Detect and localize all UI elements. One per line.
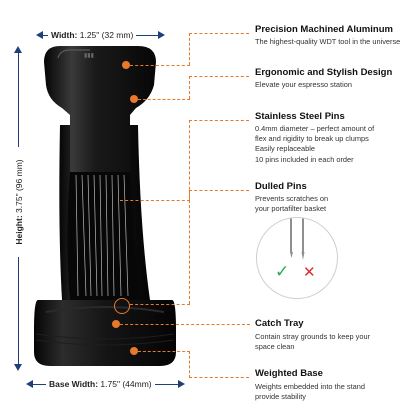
handle-cap: [44, 46, 156, 172]
cross-icon: ✕: [303, 264, 316, 281]
svg-text:▮▮▮: ▮▮▮: [84, 53, 94, 59]
feature-desc-pins: 10 pins included in each order: [255, 155, 354, 164]
feature-desc-pins: Easily replaceable: [255, 144, 315, 153]
feature-title-pins: Stainless Steel Pins: [255, 111, 345, 122]
callout-dot: [130, 347, 138, 355]
arrow-right-icon: [158, 31, 165, 39]
feature-desc-base: provide stability: [255, 392, 306, 401]
feature-title-base: Weighted Base: [255, 368, 323, 379]
callout-dot: [122, 61, 130, 69]
width-label: Width: 1.25" (32 mm): [48, 30, 137, 40]
arrow-right-icon: [178, 380, 185, 388]
base-width-label: Base Width: 1.75" (44mm): [46, 379, 155, 389]
checkmark-icon: ✓: [275, 262, 290, 281]
feature-desc-dulled: Prevents scratches on: [255, 194, 329, 203]
arrow-down-icon: [14, 364, 22, 371]
steel-pins: [75, 174, 129, 297]
feature-desc-pins: 0.4mm diameter – perfect amount of: [255, 124, 375, 133]
callout-dot: [130, 95, 138, 103]
feature-desc-catch-tray: Contain stray grounds to keep your: [255, 332, 371, 341]
feature-desc-catch-tray: space clean: [255, 342, 295, 351]
feature-desc-aluminum: The highest-quality WDT tool in the univ…: [255, 37, 401, 46]
feature-desc-pins: flex and rigidity to break up clumps: [255, 134, 369, 143]
feature-title-ergonomic: Ergonomic and Stylish Design: [255, 67, 393, 78]
pin-tip-circle: [114, 298, 130, 314]
arrow-left-icon: [36, 31, 43, 39]
catch-tray: [45, 306, 165, 313]
feature-title-catch-tray: Catch Tray: [255, 318, 304, 329]
arrow-up-icon: [14, 46, 22, 53]
pin-tip-zoom: ✓ ✕: [256, 217, 338, 299]
arrow-left-icon: [26, 380, 33, 388]
callout-dot: [112, 320, 120, 328]
feature-desc-base: Weights embedded into the stand: [255, 382, 365, 391]
feature-desc-ergonomic: Elevate your espresso station: [255, 80, 352, 89]
feature-title-dulled: Dulled Pins: [255, 181, 307, 192]
feature-desc-dulled: your portafilter basket: [255, 204, 327, 213]
feature-title-aluminum: Precision Machined Aluminum: [255, 24, 393, 35]
height-label: Height: 3.75" (96 mm): [14, 147, 24, 257]
weighted-base: [34, 300, 176, 366]
